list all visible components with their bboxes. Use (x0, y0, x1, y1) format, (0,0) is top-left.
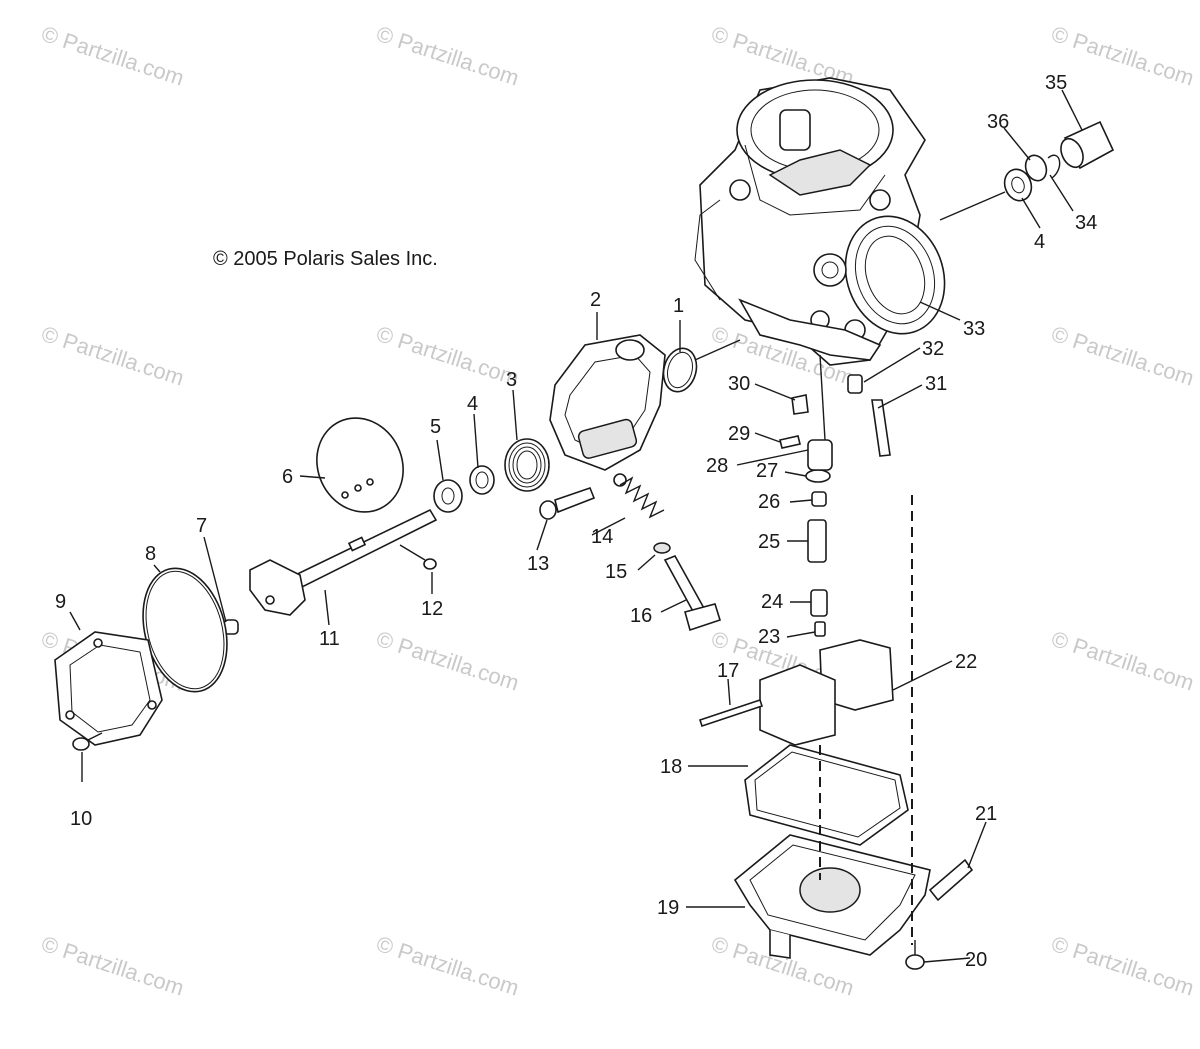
callout-24: 24 (761, 591, 783, 613)
leader-lines (69, 89, 1083, 963)
callout-34: 34 (1075, 212, 1097, 234)
right-side-parts (1003, 120, 1115, 202)
callout-4-right: 4 (1034, 231, 1045, 253)
callout-3: 3 (506, 369, 517, 391)
callout-31: 31 (925, 373, 947, 395)
callout-22: 22 (955, 651, 977, 673)
callout-4: 4 (467, 393, 478, 415)
callout-29: 29 (728, 423, 750, 445)
watermark-text-15: © Partzilla.com (1048, 931, 1197, 1001)
callout-2: 2 (590, 289, 601, 311)
o-ring-15 (653, 542, 671, 554)
watermark-text-9: © Partzilla.com (373, 626, 522, 696)
callout-32: 32 (922, 338, 944, 360)
bushing-5 (433, 479, 463, 513)
callout-8: 8 (145, 543, 156, 565)
watermark-text-5: © Partzilla.com (373, 321, 522, 391)
carburetor-body (694, 77, 946, 366)
callout-21: 21 (975, 803, 997, 825)
callout-5: 5 (430, 416, 441, 438)
callout-11: 11 (319, 628, 340, 650)
float-needle-parts (779, 374, 891, 637)
watermark-text-3: © Partzilla.com (1048, 21, 1197, 91)
watermark-text-4: © Partzilla.com (38, 321, 187, 391)
callout-1: 1 (673, 295, 684, 317)
callout-9: 9 (55, 591, 66, 613)
callout-6: 6 (282, 466, 293, 488)
throttle-shaft-11 (249, 508, 438, 616)
float-pin-17 (698, 698, 764, 728)
diaphragm-6 (316, 417, 404, 513)
float-bowl-19 (733, 834, 931, 959)
watermark-text-1: © Partzilla.com (373, 21, 522, 91)
screw-10 (72, 732, 103, 751)
spring-3 (504, 438, 550, 492)
washer-4 (469, 465, 495, 495)
callout-15: 15 (605, 561, 627, 583)
callout-28: 28 (706, 455, 728, 477)
screw-12 (399, 544, 437, 570)
watermark-text-12: © Partzilla.com (38, 931, 187, 1001)
callout-23: 23 (758, 626, 780, 648)
watermark-text-11: © Partzilla.com (1048, 626, 1197, 696)
watermark-text-13: © Partzilla.com (373, 931, 522, 1001)
callout-16: 16 (630, 605, 652, 627)
callout-27: 27 (756, 460, 778, 482)
float-22 (759, 639, 894, 746)
carburetor-cover (549, 334, 666, 487)
callout-13: 13 (527, 553, 549, 575)
callout-26: 26 (758, 491, 780, 513)
callout-33: 33 (963, 318, 985, 340)
adjuster-screw-16 (663, 554, 721, 632)
callout-19: 19 (657, 897, 679, 919)
callout-30: 30 (728, 373, 750, 395)
bowl-screw-20 (905, 954, 925, 970)
callout-10: 10 (70, 808, 92, 830)
callout-7: 7 (196, 515, 207, 537)
watermark-layer: © Partzilla.com © Partzilla.com © Partzill… (38, 21, 1197, 1001)
callout-20: 20 (965, 949, 987, 971)
screw-13 (539, 486, 596, 520)
end-cover-9 (54, 631, 163, 746)
callout-25: 25 (758, 531, 780, 553)
bowl-gasket-18 (744, 744, 909, 846)
copyright-text: © 2005 Polaris Sales Inc. (213, 248, 438, 270)
callout-12: 12 (421, 598, 443, 620)
drain-screw-21 (928, 858, 974, 902)
watermark-text-7: © Partzilla.com (1048, 321, 1197, 391)
callout-36: 36 (987, 111, 1009, 133)
callout-35: 35 (1045, 72, 1067, 94)
callout-18: 18 (660, 756, 682, 778)
callout-labels: 1 2 3 4 5 6 7 8 9 10 11 12 13 14 15 16 1… (55, 72, 1097, 971)
watermark-text-0: © Partzilla.com (38, 21, 187, 91)
callout-17: 17 (717, 660, 739, 682)
callout-14: 14 (591, 526, 613, 548)
spring-14 (619, 476, 665, 519)
